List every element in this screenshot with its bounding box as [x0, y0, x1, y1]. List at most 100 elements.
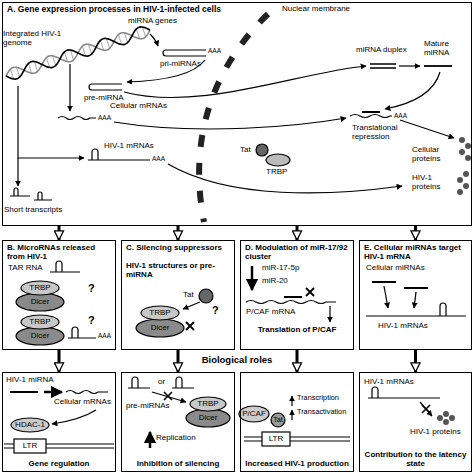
figure-label: Tat: [273, 416, 283, 424]
role-caption: Increased HIV-1 production: [244, 459, 350, 468]
figure-label: Cellular mRNAs: [54, 398, 111, 407]
hiv-mrna: [368, 387, 440, 398]
figure-label: HIV-1 proteins: [412, 174, 456, 192]
arrow: [399, 65, 420, 66]
figure-label: LTR: [23, 442, 38, 451]
figure-label: TRBP: [197, 400, 218, 409]
flow-arrow: [58, 350, 61, 372]
figure-label: Nuclear membrane: [282, 5, 350, 14]
protein-dots: [437, 411, 455, 425]
figure-label: HIV-1 mRNAs: [364, 378, 414, 387]
hdac-shape: [11, 418, 49, 432]
drawn-g: [4, 14, 471, 453]
arrow: [414, 292, 416, 308]
mirna: [284, 296, 302, 298]
panel-box: C. Silencing suppressors: [121, 240, 235, 350]
drawn-circle: [459, 149, 465, 155]
figure-label: HIV-1 miRNA: [6, 376, 54, 385]
mrna: [350, 115, 392, 118]
mrna: [246, 301, 336, 304]
figure-label: Translation of P/CAF: [247, 326, 347, 335]
flow-arrow: [296, 350, 299, 372]
figure-label: HDAC-1: [15, 421, 45, 430]
panel-heading: E. Cellular miRNAs target HIV-1 mRNA: [364, 243, 467, 261]
hiv-mrna: [88, 149, 150, 160]
figure-label: AAA: [394, 112, 407, 119]
figure-label: HIV-1 mRNAs: [104, 142, 154, 151]
short-transcripts: [10, 188, 52, 200]
mirna: [372, 282, 428, 288]
figure-label: or: [158, 378, 165, 387]
block-mark: [186, 322, 194, 330]
pre-mirna: [89, 84, 122, 90]
arrow: [149, 432, 152, 448]
role-panel: Contribution to the latency state: [359, 372, 472, 472]
panel-heading: B. MicroRNAs released from HIV-1: [7, 243, 111, 261]
trbp-shape: [21, 281, 59, 295]
figure-label: HIV-1 proteins: [410, 428, 461, 437]
arrow: [168, 164, 402, 193]
dicer-shape: [16, 293, 64, 311]
pcaf-shape: [239, 406, 269, 422]
tat-protein: [256, 144, 268, 156]
figure-label: Replication: [156, 434, 196, 443]
arrow: [18, 86, 84, 158]
drawn-circle: [457, 189, 463, 195]
figure-label: miRNA genes: [128, 17, 177, 26]
arrow: [52, 410, 96, 424]
drawn-circle: [437, 415, 443, 421]
figure-label: TRBP: [29, 318, 50, 327]
figure-label: TRBP: [29, 284, 50, 293]
dicer-shape: [16, 327, 64, 345]
arrow: [291, 410, 292, 420]
block-mark: [306, 288, 314, 296]
figure-label: miR-17-5p: [262, 264, 299, 273]
drawn-circle: [443, 411, 449, 417]
flow-arrow: [177, 226, 180, 240]
arrow: [124, 66, 366, 98]
protein-dots: [457, 171, 469, 195]
block-mark: [164, 392, 172, 400]
mrna: [66, 391, 108, 394]
figure-label: pre-miRNAs: [126, 402, 170, 411]
ltr-box: [262, 432, 290, 446]
figure-label: Tat: [183, 291, 194, 300]
figure-label: AAA: [98, 332, 111, 339]
dicer-shape: [186, 409, 230, 427]
role-caption: Inhibition of silencing: [125, 459, 231, 468]
flow-arrow: [414, 226, 417, 240]
figure-label: Transcription: [297, 394, 339, 402]
arrow: [183, 302, 200, 309]
mature-mirna: [424, 65, 452, 67]
panel-box: E. Cellular miRNAs target HIV-1 mRNA: [359, 240, 472, 350]
mirna-duplex: [370, 64, 396, 68]
figure-label: AAA: [208, 47, 221, 54]
drawn-circle: [459, 137, 465, 143]
drawn-circle: [457, 177, 463, 183]
figure-label: ?: [212, 304, 219, 316]
figure-label: TRBP: [149, 309, 170, 318]
arrow: [420, 402, 432, 416]
hiv-mrna: [68, 327, 96, 338]
flow-arrow: [296, 226, 299, 240]
arrow: [114, 118, 346, 129]
figure-label: Cellular proteins: [412, 146, 456, 164]
drawn-circle: [449, 415, 455, 421]
flow-arrow: [414, 350, 417, 372]
figure-label: Biological roles: [202, 355, 273, 366]
arrow: [384, 286, 388, 308]
drawn-circle: [465, 143, 471, 149]
tar-hairpin: [50, 261, 80, 272]
arrow: [291, 396, 292, 406]
figure-label: AAA: [152, 155, 165, 162]
ltr-box: [14, 439, 46, 453]
drawn-circle: [463, 171, 469, 177]
figure-label: Mature miRNA: [424, 40, 468, 58]
flow-arrow: [177, 350, 180, 372]
trbp-shape: [190, 397, 226, 411]
protein-dots: [459, 137, 471, 161]
role-panel: Increased HIV-1 production: [240, 372, 354, 472]
figure-label: Dicer: [31, 298, 50, 307]
drawn-circle: [443, 419, 449, 425]
